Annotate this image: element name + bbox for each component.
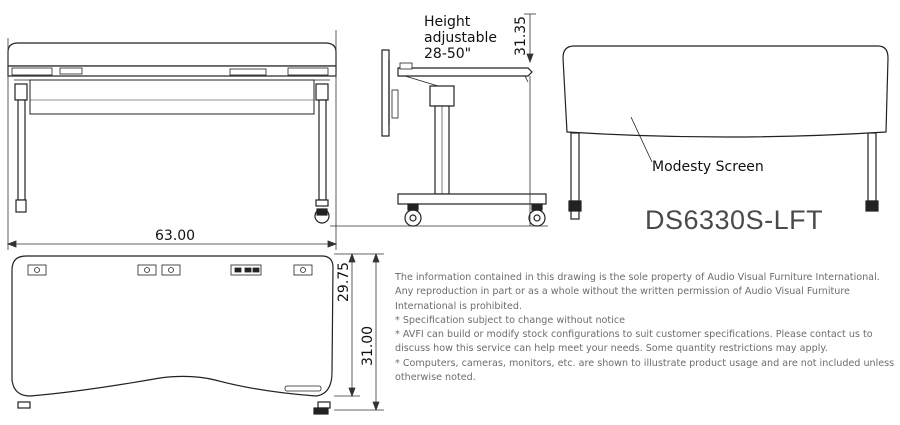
depth-top-dimension-label: 29.75	[336, 262, 352, 302]
spec-note: * Specification subject to change withou…	[395, 314, 626, 326]
top-view	[11, 255, 334, 415]
rear-view	[562, 45, 889, 220]
ownership-note: The information contained in this drawin…	[395, 272, 880, 312]
width-dimension-label: 63.00	[155, 228, 195, 244]
notes-block: The information contained in this drawin…	[395, 271, 895, 385]
modesty-screen-label: Modesty Screen	[652, 159, 764, 175]
depth-total-dimension-label: 31.00	[360, 326, 376, 366]
depth-dimensions	[334, 252, 384, 412]
side-height-dimension	[330, 13, 548, 227]
side-height-dimension-label: 31.35	[513, 16, 529, 56]
height-adjustable-callout: Height adjustable 28-50"	[424, 14, 497, 62]
equipment-note: * Computers, cameras, monitors, etc. are…	[395, 357, 895, 384]
custom-build-note: * AVFI can build or modify stock configu…	[395, 329, 873, 355]
side-view	[381, 49, 547, 227]
width-dimension	[6, 30, 338, 250]
height-callout-line-3: 28-50"	[424, 46, 471, 62]
front-view	[7, 42, 337, 224]
model-number: DS6330S-LFT	[645, 205, 824, 235]
height-callout-line-2: adjustable	[424, 30, 497, 46]
height-callout-line-1: Height	[424, 14, 471, 30]
